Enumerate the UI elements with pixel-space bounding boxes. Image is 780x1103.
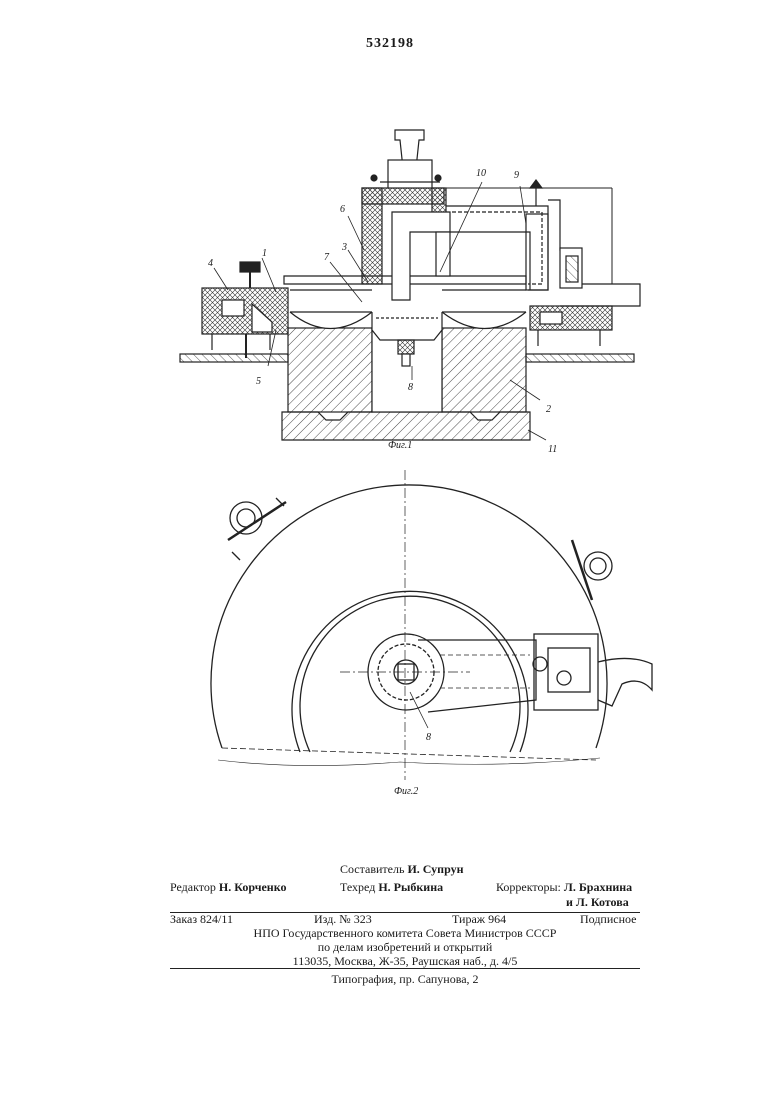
fig1-label-5: 5 (256, 376, 261, 387)
figure-1 (179, 129, 641, 441)
fig1-caption: Фиг.1 (388, 440, 413, 451)
figure-2 (210, 470, 653, 780)
fig1-label-3: 3 (341, 242, 347, 253)
fig1-label-9: 9 (514, 170, 519, 181)
techred-label: Техред (340, 880, 376, 894)
print-run: Тираж 964 (452, 912, 507, 926)
editor-line: Редактор Н. Корченко (170, 880, 286, 895)
org-line-2: по делам изобретений и открытий (317, 940, 493, 954)
fig2-caption: Фиг.2 (394, 786, 419, 797)
compiler-name: И. Супрун (407, 862, 464, 876)
divider-bottom (170, 968, 640, 969)
correctors-line: Корректоры: Л. Брахнина (496, 880, 632, 895)
fig1-label-2: 2 (546, 404, 551, 415)
fig1-label-8: 8 (408, 382, 413, 393)
correctors-label: Корректоры: (496, 880, 561, 894)
compiler-line: Составитель И. Супрун (340, 862, 464, 877)
org-line-1: НПО Государственного комитета Совета Мин… (253, 926, 557, 940)
address-line: 113035, Москва, Ж-35, Раушская наб., д. … (292, 954, 518, 968)
divider-top (170, 912, 640, 913)
editor-name: Н. Корченко (218, 880, 287, 894)
order-number: Заказ 824/11 (170, 912, 233, 926)
subscription: Подписное (580, 912, 637, 926)
editor-label: Редактор (170, 880, 216, 894)
fig1-label-6: 6 (340, 204, 345, 215)
techred-line: Техред Н. Рыбкина (340, 880, 443, 895)
corrector-name-1: Л. Брахнина (563, 880, 633, 894)
fig1-label-4: 4 (208, 258, 213, 269)
corrector-name-2: и Л. Котова (566, 895, 629, 909)
techred-name: Н. Рыбкина (378, 880, 444, 894)
fig1-label-7: 7 (324, 252, 330, 263)
patent-number: 532198 (366, 36, 414, 51)
compiler-label: Составитель (340, 862, 405, 876)
edition-number: Изд. № 323 (314, 912, 372, 926)
fig2-label-8: 8 (426, 732, 431, 743)
fig1-label-1: 1 (262, 248, 267, 259)
printer-line: Типография, пр. Сапунова, 2 (331, 972, 479, 986)
fig1-label-11: 11 (548, 444, 557, 455)
fig1-label-10: 10 (476, 168, 486, 179)
